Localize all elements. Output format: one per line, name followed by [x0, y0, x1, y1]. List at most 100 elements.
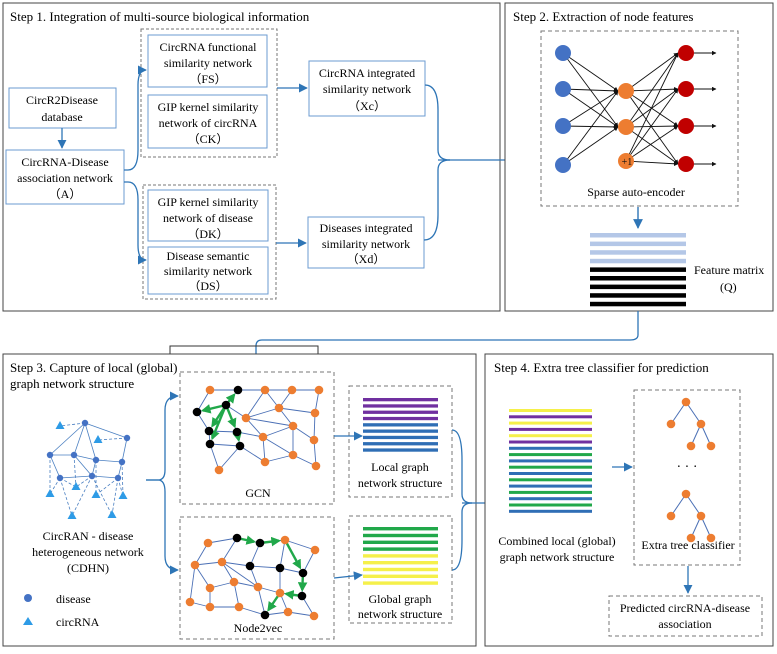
graph-node-selected: [275, 563, 285, 573]
xd-line-1: Diseases integrated: [320, 221, 413, 235]
cdhn-link: [59, 422, 86, 427]
stripe: [590, 233, 686, 238]
nn-edge: [562, 52, 619, 92]
circrna-node: [118, 491, 128, 499]
cdhn-edge: [73, 454, 93, 477]
disease-node: [46, 451, 54, 459]
legend: disease circRNA: [23, 592, 100, 629]
graph-node: [241, 413, 251, 423]
stripe: [509, 490, 592, 494]
ck-line-3: （CK）: [188, 132, 229, 146]
circrna-node: [45, 489, 55, 497]
graph-node: [275, 588, 285, 598]
disease-node: [92, 456, 100, 464]
cdhn-link: [59, 477, 73, 517]
graph-node: [234, 602, 244, 612]
gcn-label: GCN: [245, 486, 271, 500]
graph-node: [205, 583, 215, 593]
assoc-line-3: （A）: [49, 187, 82, 201]
nn-nodes: [555, 45, 694, 173]
local-structure-box: [348, 385, 453, 498]
disease-node: [56, 474, 64, 482]
classifier-label: Extra tree classifier: [641, 538, 734, 552]
stripe: [363, 567, 438, 572]
cdhn-link: [111, 477, 119, 516]
feature-matrix: [590, 233, 686, 307]
step3-title-line-1: Step 3. Capture of local (global): [10, 360, 178, 375]
stripe: [509, 434, 592, 438]
ck-box: [147, 94, 268, 149]
stripe: [363, 398, 438, 402]
graph-edge: [257, 586, 266, 616]
fs-line-2: similarity network: [164, 56, 252, 70]
hidden-neuron: [618, 119, 634, 135]
graph-node: [287, 385, 297, 395]
disease-node: [81, 419, 89, 427]
graph-node-selected: [205, 439, 215, 449]
tree-edge: [670, 493, 687, 517]
ds-line-2: similarity network: [164, 264, 252, 278]
stripe: [509, 446, 592, 450]
cdhn-link: [49, 477, 61, 495]
assoc-line-1: CircRNA-Disease: [21, 155, 108, 169]
xc-line-2: similarity network: [323, 82, 411, 96]
graph-node: [274, 403, 284, 413]
circrna-node: [91, 490, 101, 498]
stripe: [509, 465, 592, 469]
cdhn-edge: [73, 454, 97, 461]
association-network-box: [5, 149, 125, 205]
dk-line-3: （DK）: [187, 227, 228, 241]
step3-arrows: [146, 391, 507, 581]
xd-line-2: similarity network: [322, 237, 410, 251]
graph-edge: [262, 436, 294, 456]
stripe: [363, 429, 438, 433]
cdhn-link: [91, 475, 113, 516]
stripe: [363, 574, 438, 578]
assoc-line-2: association network: [17, 171, 113, 185]
graph-node: [260, 385, 270, 395]
stripe: [509, 459, 592, 463]
disease-node: [118, 458, 126, 466]
cdhn-link: [71, 475, 93, 517]
cdhn-edge: [84, 422, 97, 461]
fs-line-1: CircRNA functional: [160, 40, 258, 54]
stripe: [590, 284, 686, 290]
stripe: [590, 301, 686, 307]
graph-node-selected: [233, 385, 243, 395]
step3-title-line-2: graph network structure: [10, 376, 134, 391]
graph-node: [310, 545, 320, 555]
graph-node-selected: [260, 610, 270, 620]
graph-edge: [245, 407, 280, 419]
dk-line-2: network of disease: [163, 211, 253, 225]
step3-panel: Step 3. Capture of local (global)graph n…: [2, 353, 507, 647]
graph-edge: [239, 445, 266, 463]
graph-node: [283, 607, 293, 617]
graph-node: [280, 535, 290, 545]
tree-node: [686, 533, 696, 543]
cdhn-edge: [49, 454, 61, 479]
graph-node-selected: [235, 441, 245, 451]
step2-title: Step 2. Extraction of node features: [513, 9, 694, 24]
graph-node-selected: [192, 407, 202, 417]
graph-edge: [207, 537, 238, 544]
bias-label: +1: [622, 157, 633, 168]
combined-label-1: Combined local (global): [498, 534, 615, 548]
combined-stripes: [509, 409, 592, 513]
circrna-triangle-icon: [23, 617, 33, 625]
disease-similarity-group: [142, 184, 277, 300]
graph-node-selected: [221, 400, 231, 410]
prediction-line-2: association: [658, 617, 711, 631]
tree-edge: [685, 493, 702, 517]
walk-edge: [210, 404, 228, 441]
graph-edge: [194, 564, 211, 589]
input-neuron: [555, 157, 571, 173]
stripe: [363, 410, 438, 414]
db-line-2: database: [41, 110, 82, 124]
graph-edge: [313, 412, 316, 441]
local-stripes: [363, 398, 438, 452]
stripe: [509, 478, 592, 482]
graph-edge: [279, 539, 286, 569]
